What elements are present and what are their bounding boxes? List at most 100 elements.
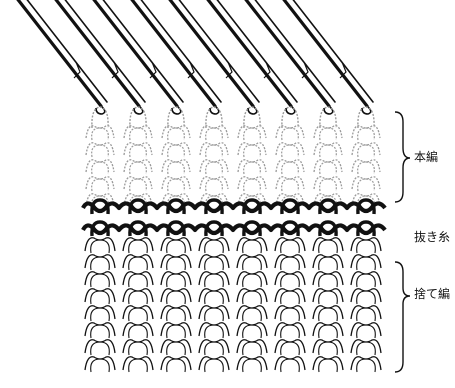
waste-knit-stitch-inner — [91, 274, 110, 287]
main-stitch-inner — [244, 162, 261, 174]
main-knitting-label: 本編 — [414, 151, 438, 163]
main-stitch-inner — [168, 145, 185, 157]
waste-knit-stitch-inner — [205, 291, 224, 304]
needle-shaft — [278, 0, 367, 106]
main-stitch-inner — [92, 179, 109, 191]
waste-knit-stitch-inner — [243, 308, 262, 321]
waste-knit-stitch-inner — [205, 359, 224, 372]
waste-knit-stitch-inner — [91, 308, 110, 321]
main-stitch-top-loop — [358, 107, 374, 128]
main-stitch-inner — [130, 179, 147, 191]
waste-knitting-bracket — [395, 262, 410, 372]
waste-knitting-label: 捨て編 — [414, 288, 450, 300]
waste-knit-stitch-inner — [357, 257, 376, 270]
needle-shaft — [50, 0, 139, 106]
waste-knit-stitch-inner — [357, 274, 376, 287]
waste-knit-stitch-inner — [91, 325, 110, 338]
waste-knit-stitch-inner — [205, 308, 224, 321]
main-stitch-inner — [244, 179, 261, 191]
main-stitch-top-loop — [92, 107, 108, 128]
waste-knit-stitch-inner — [129, 240, 148, 253]
waste-knit-stitch-inner — [281, 274, 300, 287]
waste-knit-stitch-inner — [205, 342, 224, 355]
main-stitch-inner — [282, 179, 299, 191]
waste-knit-stitch-inner — [243, 257, 262, 270]
waste-knit-stitch-inner — [91, 342, 110, 355]
waste-knit-stitch-inner — [205, 240, 224, 253]
waste-knit-stitch-inner — [281, 240, 300, 253]
waste-knit-stitch-inner — [357, 308, 376, 321]
waste-knit-stitch-inner — [129, 308, 148, 321]
waste-knit-stitch-inner — [129, 274, 148, 287]
waste-knit-stitch-inner — [167, 257, 186, 270]
waste-knit-stitch-inner — [91, 257, 110, 270]
needle-shaft — [12, 0, 101, 106]
needle-shaft — [240, 0, 329, 106]
waste-knit-stitch-inner — [167, 240, 186, 253]
waste-knit-stitch-inner — [357, 325, 376, 338]
main-stitch-inner — [206, 145, 223, 157]
waste-knit-stitch-inner — [357, 359, 376, 372]
main-stitch-inner — [320, 162, 337, 174]
main-stitch-top-loop — [244, 107, 260, 128]
main-knitting-stitches — [86, 107, 380, 208]
main-stitch-inner — [130, 128, 147, 140]
main-stitch-inner — [92, 145, 109, 157]
waste-knit-stitch-inner — [243, 325, 262, 338]
waste-knit-stitch-inner — [319, 291, 338, 304]
waste-knit-stitch-inner — [357, 240, 376, 253]
needles — [12, 0, 373, 114]
main-stitch-inner — [168, 162, 185, 174]
main-stitch-inner — [282, 162, 299, 174]
waste-knit-stitch-inner — [243, 291, 262, 304]
main-stitch-inner — [358, 162, 375, 174]
main-stitch-inner — [206, 162, 223, 174]
waste-knit-stitch-inner — [91, 359, 110, 372]
main-knitting-bracket — [395, 112, 410, 202]
needle-shaft — [126, 0, 215, 106]
waste-knit-stitch-inner — [167, 291, 186, 304]
main-stitch-inner — [130, 145, 147, 157]
waste-knit-stitch-inner — [129, 359, 148, 372]
needle-shaft — [202, 0, 291, 106]
brackets — [395, 112, 410, 372]
needle — [12, 0, 107, 114]
waste-knit-stitch-inner — [281, 257, 300, 270]
waste-knit-stitch-inner — [205, 325, 224, 338]
waste-knit-stitch-inner — [243, 359, 262, 372]
main-stitch-inner — [168, 179, 185, 191]
waste-knit-stitch-inner — [167, 325, 186, 338]
main-stitch-inner — [282, 145, 299, 157]
waste-knit-stitch-inner — [167, 308, 186, 321]
waste-knit-stitch-inner — [319, 257, 338, 270]
waste-knit-stitch-inner — [281, 308, 300, 321]
main-stitch-inner — [130, 162, 147, 174]
waste-knit-stitch-inner — [319, 274, 338, 287]
main-stitch-inner — [358, 145, 375, 157]
waste-knit-stitch-inner — [167, 274, 186, 287]
waste-knit-stitch-inner — [205, 257, 224, 270]
main-stitch-inner — [92, 162, 109, 174]
main-stitch-inner — [358, 128, 375, 140]
waste-knit-stitch-inner — [205, 274, 224, 287]
waste-yarn-stitches — [83, 200, 385, 236]
waste-knit-stitch-inner — [91, 240, 110, 253]
waste-knit-stitch-inner — [167, 359, 186, 372]
waste-knit-stitch-inner — [357, 291, 376, 304]
waste-knit-stitch-inner — [129, 257, 148, 270]
waste-knit-stitch-inner — [129, 342, 148, 355]
main-stitch-inner — [92, 128, 109, 140]
main-stitch-inner — [206, 179, 223, 191]
waste-knit-stitch-inner — [281, 325, 300, 338]
main-stitch-inner — [282, 128, 299, 140]
waste-knit-stitch-inner — [243, 240, 262, 253]
waste-knit-stitch-inner — [319, 325, 338, 338]
main-stitch-inner — [320, 128, 337, 140]
main-stitch-inner — [358, 179, 375, 191]
waste-knit-stitch-inner — [319, 308, 338, 321]
main-stitch-top-loop — [130, 107, 146, 128]
waste-knit-stitch-inner — [281, 291, 300, 304]
main-stitch-inner — [168, 128, 185, 140]
needle-shaft — [164, 0, 253, 106]
